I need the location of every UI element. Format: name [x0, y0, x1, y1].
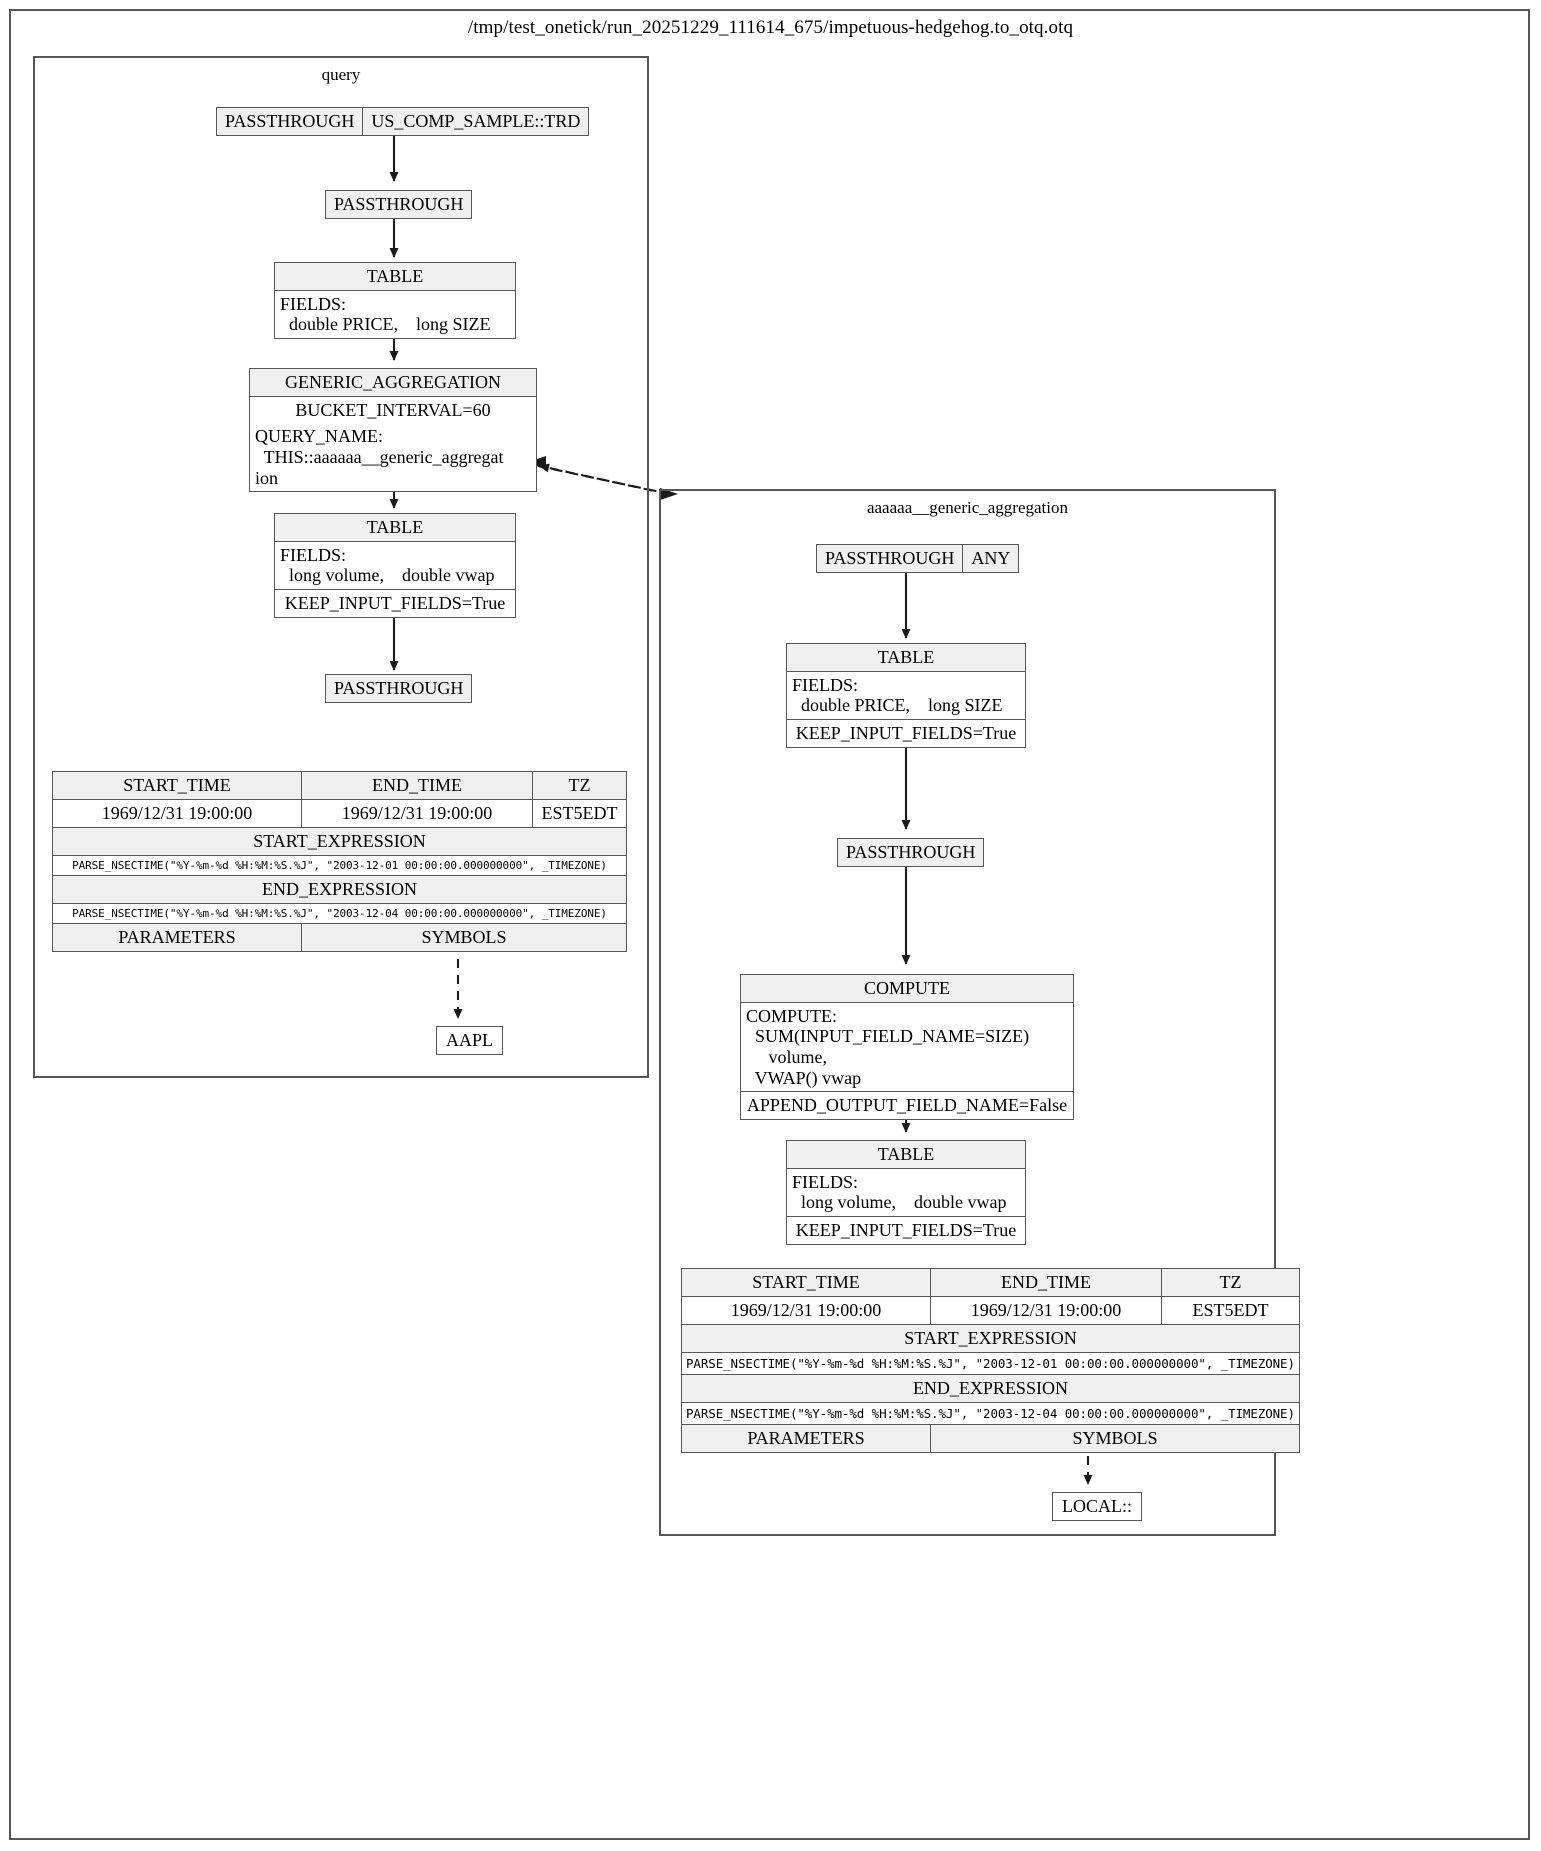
query-param-header-end-time: END_TIME: [301, 771, 533, 800]
nested-end-expression-label: END_EXPRESSION: [681, 1374, 1300, 1403]
node-generic-aggregation-header: GENERIC_AGGREGATION: [250, 369, 536, 397]
node-nested-table-2-fields-label: FIELDS:: [792, 1171, 859, 1192]
nested-param-header-end-time: END_TIME: [930, 1268, 1162, 1297]
table-row-end-expression: PARSE_NSECTIME("%Y-%m-%d %H:%M:%S.%J", "…: [681, 1402, 1300, 1425]
nested-parameters-label: PARAMETERS: [681, 1424, 931, 1453]
table-row-headers: START_TIME END_TIME TZ: [681, 1268, 1300, 1297]
node-nested-table-1-fields: FIELDS: double PRICE, long SIZE: [787, 672, 1025, 719]
query-param-value-start-time: 1969/12/31 19:00:00: [52, 799, 302, 828]
node-nested-compute-value: SUM(INPUT_FIELD_NAME=SIZE) volume, VWAP(…: [754, 1026, 1030, 1088]
table-row-end-expression-label: END_EXPRESSION: [681, 1374, 1300, 1403]
nested-param-header-start-time: START_TIME: [681, 1268, 931, 1297]
nested-param-header-tz: TZ: [1161, 1268, 1300, 1297]
table-row-parameters-symbols: PARAMETERS SYMBOLS: [681, 1424, 1300, 1453]
table-row-end-expression-label: END_EXPRESSION: [52, 875, 627, 904]
table-row-values: 1969/12/31 19:00:00 1969/12/31 19:00:00 …: [52, 799, 627, 828]
node-nested-table-2[interactable]: TABLE FIELDS: long volume, double vwap K…: [786, 1140, 1026, 1245]
table-row-values: 1969/12/31 19:00:00 1969/12/31 19:00:00 …: [681, 1296, 1300, 1325]
query-parameters-label: PARAMETERS: [52, 923, 302, 952]
table-row-parameters-symbols: PARAMETERS SYMBOLS: [52, 923, 627, 952]
query-parameters-table: START_TIME END_TIME TZ 1969/12/31 19:00:…: [52, 771, 627, 952]
node-query-symbol-aapl[interactable]: AAPL: [436, 1026, 504, 1055]
table-row-start-expression-label: START_EXPRESSION: [52, 827, 627, 856]
node-nested-source[interactable]: PASSTHROUGH ANY: [816, 544, 1020, 573]
node-query-source-row: PASSTHROUGH US_COMP_SAMPLE::TRD: [217, 108, 589, 135]
node-nested-table-2-header: TABLE: [787, 1141, 1025, 1169]
node-query-passthrough-1-label: PASSTHROUGH: [326, 191, 472, 218]
node-query-passthrough-2[interactable]: PASSTHROUGH: [325, 674, 473, 703]
node-nested-passthrough[interactable]: PASSTHROUGH: [837, 838, 985, 867]
query-end-expression-value: PARSE_NSECTIME("%Y-%m-%d %H:%M:%S.%J", "…: [52, 903, 627, 924]
node-nested-compute[interactable]: COMPUTE COMPUTE: SUM(INPUT_FIELD_NAME=SI…: [740, 974, 1074, 1121]
node-nested-source-row: PASSTHROUGH ANY: [817, 545, 1019, 572]
node-generic-aggregation-query-name: QUERY_NAME: THIS::aaaaaa__generic_aggreg…: [250, 423, 536, 491]
document-title: /tmp/test_onetick/run_20251229_111614_67…: [467, 17, 1074, 38]
node-query-table-1-header: TABLE: [275, 263, 515, 291]
table-row-end-expression: PARSE_NSECTIME("%Y-%m-%d %H:%M:%S.%J", "…: [52, 903, 627, 924]
node-query-table-2-fields-label: FIELDS:: [280, 544, 347, 565]
query-start-expression-value: PARSE_NSECTIME("%Y-%m-%d %H:%M:%S.%J", "…: [52, 855, 627, 876]
cluster-nested-aggregation: aaaaaa__generic_aggregation: [659, 489, 1276, 1536]
node-generic-aggregation-query-name-label: QUERY_NAME:: [255, 426, 384, 447]
table-row-start-expression: PARSE_NSECTIME("%Y-%m-%d %H:%M:%S.%J", "…: [52, 855, 627, 876]
node-nested-table-1-keep-input-fields: KEEP_INPUT_FIELDS=True: [787, 719, 1025, 747]
node-query-table-1-fields-value: double PRICE, long SIZE: [280, 314, 491, 335]
node-query-table-1-fields: FIELDS: double PRICE, long SIZE: [275, 291, 515, 338]
query-symbols-label: SYMBOLS: [301, 923, 627, 952]
node-generic-aggregation-query-name-value: THIS::aaaaaa__generic_aggregat ion: [255, 447, 504, 488]
node-nested-table-1-fields-value: double PRICE, long SIZE: [792, 695, 1003, 716]
node-query-passthrough-2-label: PASSTHROUGH: [326, 675, 472, 702]
cluster-query-label: query: [321, 65, 361, 84]
node-nested-table-1-fields-label: FIELDS:: [792, 674, 859, 695]
node-nested-table-1-header: TABLE: [787, 644, 1025, 672]
node-query-table-2-header: TABLE: [275, 514, 515, 542]
nested-parameters-table: START_TIME END_TIME TZ 1969/12/31 19:00:…: [681, 1268, 1300, 1453]
node-query-source-symbol: US_COMP_SAMPLE::TRD: [362, 108, 588, 135]
node-nested-compute-header: COMPUTE: [741, 975, 1073, 1003]
nested-start-expression-label: START_EXPRESSION: [681, 1324, 1300, 1353]
nested-param-value-start-time: 1969/12/31 19:00:00: [681, 1296, 931, 1325]
node-nested-compute-label: COMPUTE:: [746, 1005, 838, 1026]
nested-start-expression-value: PARSE_NSECTIME("%Y-%m-%d %H:%M:%S.%J", "…: [681, 1352, 1300, 1375]
node-query-table-1-fields-label: FIELDS:: [280, 293, 347, 314]
nested-param-value-end-time: 1969/12/31 19:00:00: [930, 1296, 1162, 1325]
query-param-header-start-time: START_TIME: [52, 771, 302, 800]
node-nested-source-symbol: ANY: [962, 545, 1018, 572]
node-query-table-2-fields-value: long volume, double vwap: [280, 565, 495, 586]
node-query-table-2[interactable]: TABLE FIELDS: long volume, double vwap K…: [274, 513, 516, 618]
node-nested-symbol-local[interactable]: LOCAL::: [1052, 1492, 1142, 1521]
node-query-passthrough-1[interactable]: PASSTHROUGH: [325, 190, 473, 219]
table-row-start-expression: PARSE_NSECTIME("%Y-%m-%d %H:%M:%S.%J", "…: [681, 1352, 1300, 1375]
table-row-start-expression-label: START_EXPRESSION: [681, 1324, 1300, 1353]
query-start-expression-label: START_EXPRESSION: [52, 827, 627, 856]
query-end-expression-label: END_EXPRESSION: [52, 875, 627, 904]
node-generic-aggregation[interactable]: GENERIC_AGGREGATION BUCKET_INTERVAL=60 Q…: [249, 368, 537, 493]
node-query-table-2-keep-input-fields: KEEP_INPUT_FIELDS=True: [275, 589, 515, 617]
node-query-table-1[interactable]: TABLE FIELDS: double PRICE, long SIZE: [274, 262, 516, 340]
node-nested-table-2-fields-value: long volume, double vwap: [792, 1192, 1007, 1213]
node-query-source-op: PASSTHROUGH: [225, 111, 355, 131]
node-nested-passthrough-label: PASSTHROUGH: [838, 839, 984, 866]
node-nested-table-2-fields: FIELDS: long volume, double vwap: [787, 1169, 1025, 1216]
node-nested-compute-append-output-field-name: APPEND_OUTPUT_FIELD_NAME=False: [741, 1091, 1073, 1119]
table-row-headers: START_TIME END_TIME TZ: [52, 771, 627, 800]
query-param-header-tz: TZ: [532, 771, 627, 800]
cluster-query: query: [33, 56, 649, 1078]
node-nested-table-2-keep-input-fields: KEEP_INPUT_FIELDS=True: [787, 1216, 1025, 1244]
node-nested-table-1[interactable]: TABLE FIELDS: double PRICE, long SIZE KE…: [786, 643, 1026, 748]
node-query-table-2-fields: FIELDS: long volume, double vwap: [275, 542, 515, 589]
node-query-source[interactable]: PASSTHROUGH US_COMP_SAMPLE::TRD: [216, 107, 590, 136]
node-generic-aggregation-bucket-interval: BUCKET_INTERVAL=60: [295, 399, 491, 420]
cluster-nested-label: aaaaaa__generic_aggregation: [866, 498, 1069, 517]
nested-param-value-tz: EST5EDT: [1161, 1296, 1300, 1325]
nested-symbols-label: SYMBOLS: [930, 1424, 1300, 1453]
node-nested-compute-body: COMPUTE: SUM(INPUT_FIELD_NAME=SIZE) volu…: [741, 1003, 1073, 1092]
nested-end-expression-value: PARSE_NSECTIME("%Y-%m-%d %H:%M:%S.%J", "…: [681, 1402, 1300, 1425]
query-param-value-end-time: 1969/12/31 19:00:00: [301, 799, 533, 828]
document-frame: [9, 9, 1530, 1840]
node-nested-source-op: PASSTHROUGH: [825, 548, 955, 568]
query-param-value-tz: EST5EDT: [532, 799, 627, 828]
